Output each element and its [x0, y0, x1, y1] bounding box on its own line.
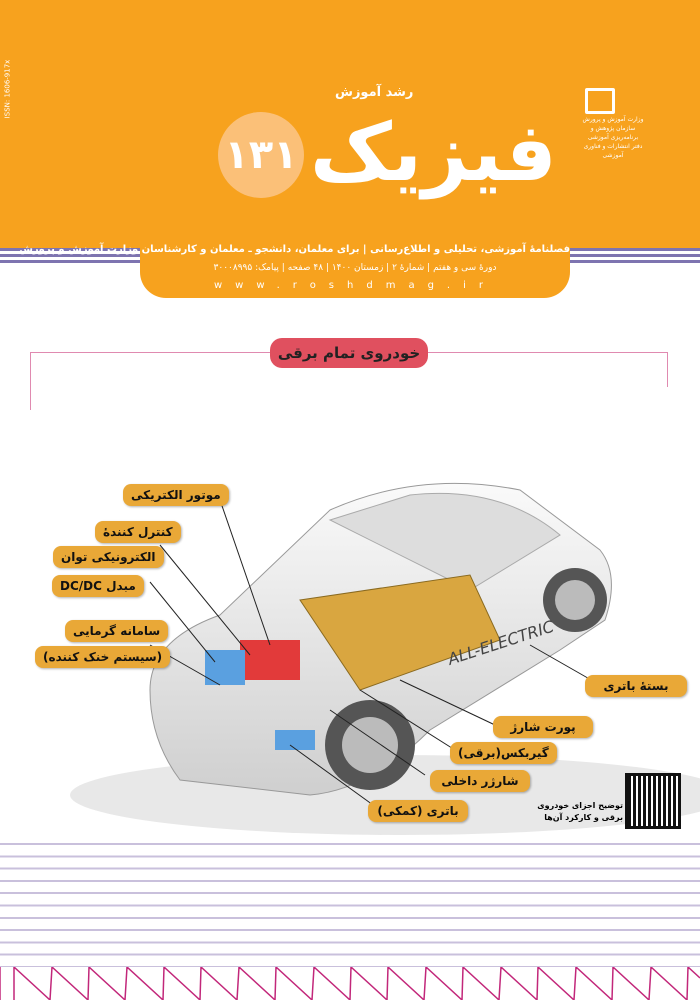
qr-caption: توضیح اجزای خودروی برقی و کارکرد آن‌ها — [537, 801, 623, 822]
info-banner — [140, 240, 570, 298]
label-thermal-system: (سیستم خنک کننده) — [35, 646, 171, 668]
ministry-name: وزارت آموزش و پرورش سازمان پژوهش و برنام… — [578, 115, 648, 160]
rim — [555, 580, 595, 620]
car-illustration: ALL-ELECTRIC — [70, 482, 700, 835]
label-battery-pack: بستهٔ باتری — [585, 675, 687, 697]
car-roof — [328, 492, 561, 591]
label-gearbox: گیربکس(برقی) — [450, 742, 557, 764]
label-aux-battery: باتری (کمکی) — [368, 800, 468, 822]
tagline: فصلنامهٔ آموزشی، تحلیلی و اطلاع‌رسانی | … — [19, 244, 570, 255]
rim — [342, 717, 398, 773]
ministry-line: سازمان پژوهش و برنامه‌ریزی آموزشی — [587, 125, 639, 141]
decorative-lines — [0, 843, 700, 967]
magazine-title: فیزیک — [310, 106, 557, 199]
controller-icon — [205, 650, 245, 685]
label-onboard-charger: شارژر داخلی — [430, 770, 530, 792]
label-thermal-system: سامانه گرمایی — [65, 620, 169, 642]
motor-icon — [240, 640, 300, 680]
website: www.roshdmag.ir — [214, 280, 496, 291]
label-power-controller: الکترونیکی توان — [53, 546, 164, 568]
ministry-line: وزارت آموزش و پرورش — [582, 116, 644, 123]
sawtooth-pattern — [0, 967, 700, 1000]
label-electric-motor: موتور الکتریکی — [123, 484, 229, 506]
qr-code[interactable] — [625, 773, 681, 829]
feature-heading: خودروی تمام برقی — [270, 338, 428, 368]
issn: ISSN: 1606-917x — [3, 59, 12, 119]
cover-header — [0, 0, 700, 248]
label-power-controller: کنترل کنندهٔ — [95, 521, 181, 543]
frame-line — [30, 352, 31, 410]
frame-line — [667, 352, 668, 387]
ministry-line: دفتر انتشارات و فناوری آموزشی — [583, 143, 643, 159]
ministry-logo-icon — [585, 88, 615, 114]
battery-icon — [299, 574, 501, 691]
label-dcdc-converter: مبدل DC/DC — [52, 575, 144, 597]
issue-info: دورهٔ سی و هفتم | شمارهٔ ۲ | زمستان ۱۴۰۰… — [213, 263, 497, 273]
aux-battery-icon — [275, 730, 315, 750]
label-charge-port: پورت شارژ — [493, 716, 593, 738]
brand-name: رشد آموزش — [335, 85, 414, 100]
issue-number: ۱۳۱ — [218, 112, 304, 198]
